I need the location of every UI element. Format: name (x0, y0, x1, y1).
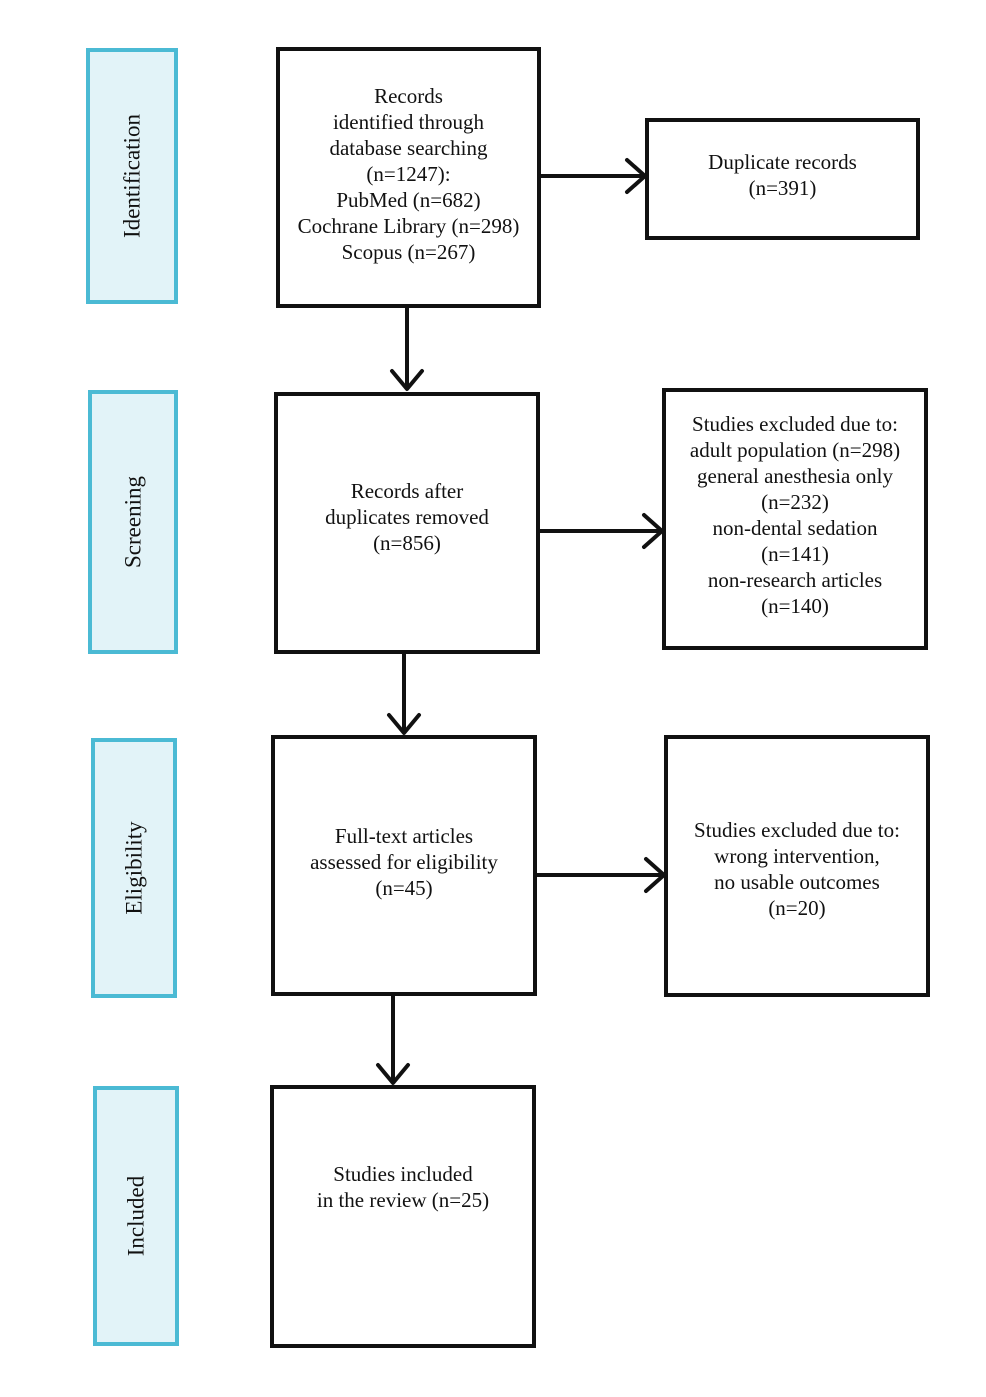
box-text-line: assessed for eligibility (310, 849, 498, 874)
box-text-line: Duplicate records (708, 150, 857, 174)
box-text-line: Studies excluded due to: (692, 412, 898, 436)
box-text-line: identified through (332, 109, 485, 134)
arrow-identified-to-duplicates (539, 158, 647, 194)
box-text-line: (n=856) (373, 531, 441, 555)
box-text-line: (n=391) (748, 176, 817, 200)
box-text-line: (n=1247): (366, 161, 451, 186)
box-text-line: Studies included (333, 1161, 473, 1186)
box-text-line: (n=141) (761, 542, 829, 566)
arrow-screening-to-eligibility (387, 652, 421, 735)
box-text-line: non-dental sedation (712, 516, 878, 540)
box-text-line: in the review (n=25) (316, 1187, 490, 1212)
box-text-line: Cochrane Library (n=298) (297, 213, 520, 238)
box-text-line: duplicates removed (325, 505, 489, 529)
box-text-line: Records (374, 83, 443, 108)
box-text-line: general anesthesia only (697, 464, 893, 488)
box-text-line: non-research articles (707, 568, 883, 592)
duplicate-records-text: Duplicate records(n=391) (708, 149, 857, 201)
box-text-line: (n=232) (761, 490, 829, 514)
stage-screening: Screening (88, 390, 178, 654)
box-text-line: Scopus (n=267) (341, 239, 476, 264)
box-text-line: Records after (350, 479, 464, 503)
arrow-screening-to-excluded (538, 513, 664, 549)
arrow-eligibility-to-included (376, 994, 410, 1085)
screening-excluded-text: Studies excluded due to:adult population… (690, 411, 900, 619)
box-text-line: Full-text articles (334, 823, 474, 848)
eligibility-excluded-text: Studies excluded due to:wrong interventi… (694, 817, 900, 921)
box-text-line: (n=140) (761, 594, 829, 618)
box-text-line: (n=45) (375, 875, 433, 900)
stage-included: Included (93, 1086, 179, 1346)
box-text-line: no usable outcomes (714, 870, 880, 894)
stage-identification: Identification (86, 48, 178, 304)
duplicate-records-box: Duplicate records(n=391) (645, 118, 920, 240)
stage-eligibility: Eligibility (91, 738, 177, 998)
arrow-identified-to-screening (390, 306, 424, 391)
box-text-line: adult population (n=298) (689, 438, 901, 462)
arrow-eligibility-to-excluded (535, 857, 666, 893)
eligibility-excluded-box: Studies excluded due to:wrong interventi… (664, 735, 930, 997)
box-text-line: wrong intervention, (714, 844, 880, 868)
box-text-line: Studies excluded due to: (694, 818, 900, 842)
box-text-line: (n=20) (768, 896, 826, 920)
box-text-line: database searching (329, 135, 488, 160)
box-text-line: PubMed (n=682) (336, 187, 481, 212)
screening-excluded-box: Studies excluded due to:adult population… (662, 388, 928, 650)
